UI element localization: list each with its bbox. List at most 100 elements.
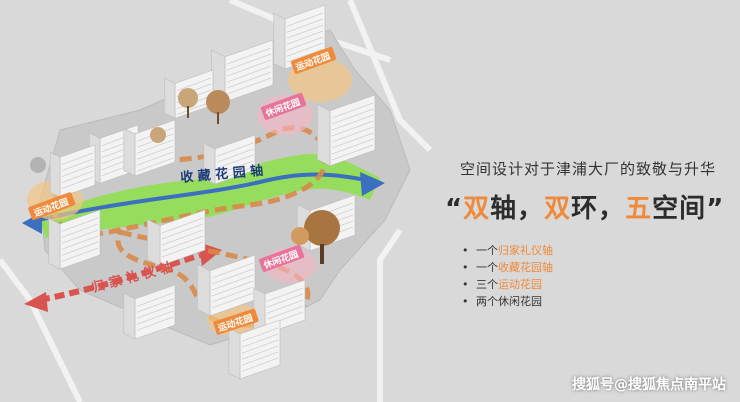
slogan-quote-open: “ [445,194,464,224]
building-window-row [331,102,374,119]
building-side [147,218,161,267]
building-window-row [241,327,279,342]
building-window-row [241,333,279,348]
bullet-prefix: 一个 [476,244,498,257]
collection-axis-arrowhead [360,172,385,196]
building-window-row [241,339,279,354]
slogan-part1: 轴， [490,194,545,224]
building-side [273,12,286,70]
building-window-row [176,77,212,91]
slogan-part3: 空间 [652,194,707,224]
building-window-row [216,148,254,163]
building-window-row [161,229,204,246]
building-side [228,327,241,380]
building-window-row [286,30,324,45]
building-window-row [216,160,254,175]
building-window-row [286,42,324,57]
slogan-quote-close: ” [706,194,725,224]
slogan-part2: 环， [571,194,626,224]
building-window-row [211,268,254,285]
bullet-highlight: 归家礼仪轴 [498,244,553,257]
building-side [317,103,331,167]
building-window-row [61,170,94,183]
building-window-row [136,316,174,331]
collection-axis-label: 收 藏 花 园 轴 [180,163,264,186]
building-window-row [61,158,94,171]
building-window-row [286,48,324,63]
bullet-prefix: 一个 [476,261,498,274]
building-window-row [136,145,174,160]
bullet-dot: • [462,244,469,257]
building-window-row [286,36,324,51]
bullet-prefix: 三个 [476,278,498,291]
building-window-row [331,120,374,137]
building-window-row [266,299,304,314]
collection-axis-arrow [29,172,376,224]
building-window-row [61,235,99,250]
building-window-row [286,12,324,27]
building-window-row [136,139,174,154]
building-window-row [61,176,94,189]
list-item: •两个休闲花园 [462,293,553,310]
building-window-row [266,305,304,320]
building-window-row [161,241,204,258]
building-window-row [226,77,272,95]
slogan-part2-highlight: 双 [544,194,572,224]
building-window-row [216,142,254,157]
bullet-highlight: 运动花园 [498,278,542,291]
building-window-row [61,152,94,165]
building-window-row [136,157,174,172]
building-window-row [331,138,374,155]
building-window-row [241,357,279,372]
building-window-row [61,217,99,232]
building-window-row [331,114,374,131]
building-window-row [176,101,212,115]
slogan: “双轴，双环，五空间” [445,188,740,225]
bullet-plain: 休闲花园 [498,295,542,308]
watermark: 搜狐号@搜狐焦点南平站 [572,377,726,393]
building-window-row [286,24,324,39]
building-window-row [226,59,272,77]
building-window-row [331,126,374,143]
building-side [123,292,136,340]
building-window-row [211,286,254,303]
building-window-row [61,229,99,244]
panel-heading: 空间设计对于津浦大厂的致敬与升华 [460,160,717,178]
building-window-row [136,151,174,166]
building-window-row [331,132,374,149]
building-window-row [61,241,99,256]
building-window-row [136,304,174,319]
building-window-row [61,247,99,262]
building-window-row [211,292,254,309]
building-window-row [211,262,254,279]
building-window-row [226,53,272,71]
building-window-row [226,71,272,89]
building-side [197,263,211,317]
bullet-dot: • [462,261,469,274]
building-window-row [161,235,204,252]
building-window-row [136,298,174,313]
building-window-row [226,65,272,83]
building-window-row [331,144,374,161]
building-window-row [161,217,204,234]
building-window-row [241,351,279,366]
building-window-row [61,223,99,238]
list-item: •三个运动花园 [462,276,553,293]
building-side [49,151,61,198]
home-axis-arrow [39,252,201,303]
building-window-row [136,310,174,325]
building-window-row [211,274,254,291]
building-side [164,77,176,119]
building-side [253,287,266,335]
building-window-row [216,166,254,181]
list-item: • 一个归家礼仪轴 [462,242,553,259]
building-window-row [211,280,254,297]
bullet-prefix: 两个 [476,295,498,308]
building-window-row [331,108,374,125]
building-window-row [136,292,174,307]
building-window-row [241,345,279,360]
building-window-row [266,293,304,308]
bullet-highlight: 收藏花园轴 [498,261,553,274]
slogan-part1-highlight: 双 [463,194,491,224]
